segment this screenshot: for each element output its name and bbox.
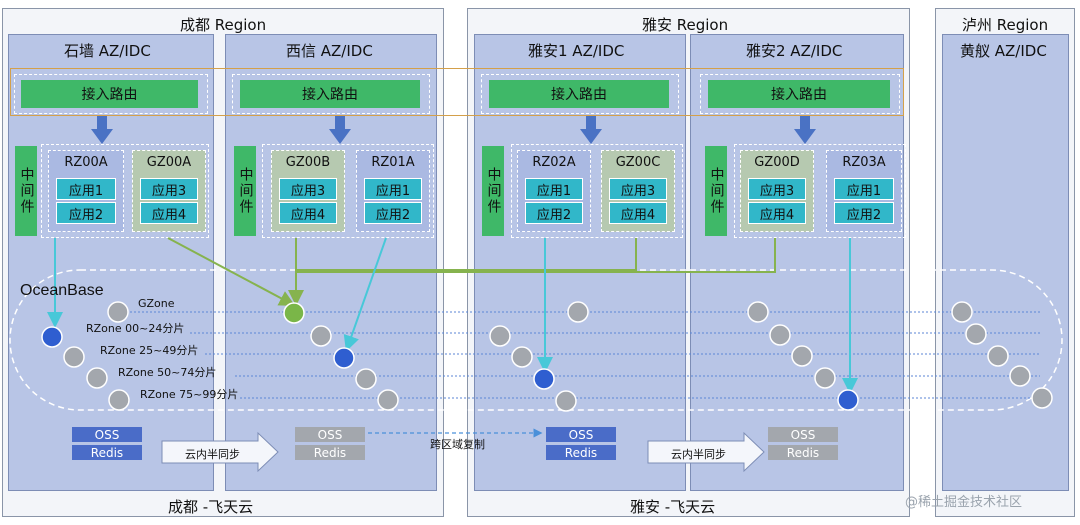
zone-gz00b: GZ00B 应用3 应用4 <box>271 150 345 232</box>
redis-yaan2: Redis <box>768 445 838 460</box>
middleware-2: 中间件 <box>234 146 256 236</box>
route-band <box>10 68 904 116</box>
sync-label-yaan: 云内半同步 <box>671 448 726 461</box>
zone-label: GZ00A <box>146 155 192 170</box>
redis-chengdu-shiqiang: Redis <box>72 445 142 460</box>
access-route-2: 接入路由 <box>240 80 420 108</box>
oceanbase-title: OceanBase <box>20 282 104 299</box>
rzone-00-24-label: RZone 00~24分片 <box>86 322 185 335</box>
redis-chengdu-xixin: Redis <box>295 445 365 460</box>
app-box: 应用2 <box>56 202 116 224</box>
route-dash-4 <box>700 74 900 114</box>
zone-group-2 <box>262 144 434 238</box>
zone-label: GZ00B <box>285 155 331 170</box>
rzone-25-49-label: RZone 25~49分片 <box>100 344 199 357</box>
region-title-chengdu: 成都 Region <box>180 16 267 34</box>
middleware-4: 中间件 <box>705 146 727 236</box>
az-title-yaan1: 雅安1 AZ/IDC <box>528 42 625 60</box>
middleware-label: 中间件 <box>237 167 254 215</box>
zone-rz03a: RZ03A 应用1 应用2 <box>826 150 902 232</box>
zone-gz00c: GZ00C 应用3 应用4 <box>601 150 675 232</box>
route-dash-3 <box>481 74 679 114</box>
az-title-yaan2: 雅安2 AZ/IDC <box>746 42 843 60</box>
zone-gz00a: GZ00A 应用3 应用4 <box>132 150 206 232</box>
app-box: 应用3 <box>609 178 667 200</box>
zone-rz00a: RZ00A 应用1 应用2 <box>48 150 124 232</box>
route-dash-1 <box>14 74 208 114</box>
access-route-3: 接入路由 <box>489 80 669 108</box>
app-box: 应用1 <box>56 178 116 200</box>
sync-label-chengdu: 云内半同步 <box>185 448 240 461</box>
region-title-yaan: 雅安 Region <box>642 16 729 34</box>
zone-group-3 <box>511 144 683 238</box>
app-box: 应用3 <box>140 178 198 200</box>
middleware-label: 中间件 <box>708 167 725 215</box>
middleware-3: 中间件 <box>482 146 504 236</box>
app-box: 应用1 <box>525 178 583 200</box>
app-box: 应用2 <box>834 202 894 224</box>
footer-chengdu: 成都 -飞天云 <box>168 498 254 516</box>
oss-yaan1: OSS <box>546 427 616 442</box>
app-box: 应用4 <box>609 202 667 224</box>
app-box: 应用4 <box>140 202 198 224</box>
zone-label: RZ00A <box>64 155 108 170</box>
rzone-75-99-label: RZone 75~99分片 <box>140 388 239 401</box>
middleware-label: 中间件 <box>485 167 502 215</box>
watermark: @稀土掘金技术社区 <box>905 495 1023 510</box>
zone-label: GZ00C <box>615 155 661 170</box>
cross-region-label: 跨区域复制 <box>430 438 485 451</box>
zone-group-1 <box>41 144 209 238</box>
zone-rz01a: RZ01A 应用1 应用2 <box>356 150 430 232</box>
zone-label: RZ01A <box>371 155 415 170</box>
app-box: 应用3 <box>279 178 337 200</box>
az-title-shiqiang: 石墙 AZ/IDC <box>64 42 151 60</box>
app-box: 应用1 <box>364 178 422 200</box>
zone-group-4 <box>734 144 906 238</box>
app-box: 应用3 <box>748 178 806 200</box>
access-route-1: 接入路由 <box>21 80 198 108</box>
access-route-4: 接入路由 <box>708 80 890 108</box>
az-title-huangyi: 黄舣 AZ/IDC <box>960 42 1047 60</box>
gzone-label: GZone <box>138 297 175 310</box>
route-dash-2 <box>232 74 430 114</box>
zone-gz00d: GZ00D 应用3 应用4 <box>740 150 814 232</box>
oss-yaan2: OSS <box>768 427 838 442</box>
zone-label: RZ03A <box>842 155 886 170</box>
app-box: 应用2 <box>525 202 583 224</box>
zone-label: GZ00D <box>754 155 800 170</box>
az-huangyi <box>942 34 1069 491</box>
rzone-50-74-label: RZone 50~74分片 <box>118 366 217 379</box>
app-box: 应用4 <box>748 202 806 224</box>
middleware-1: 中间件 <box>15 146 37 236</box>
region-title-luzhou: 泸州 Region <box>962 16 1049 34</box>
app-box: 应用4 <box>279 202 337 224</box>
zone-rz02a: RZ02A 应用1 应用2 <box>517 150 591 232</box>
middleware-label: 中间件 <box>18 167 35 215</box>
az-title-xixin: 西信 AZ/IDC <box>286 42 373 60</box>
oss-chengdu-shiqiang: OSS <box>72 427 142 442</box>
zone-label: RZ02A <box>532 155 576 170</box>
app-box: 应用1 <box>834 178 894 200</box>
oss-chengdu-xixin: OSS <box>295 427 365 442</box>
app-box: 应用2 <box>364 202 422 224</box>
redis-yaan1: Redis <box>546 445 616 460</box>
footer-yaan: 雅安 -飞天云 <box>630 498 716 516</box>
